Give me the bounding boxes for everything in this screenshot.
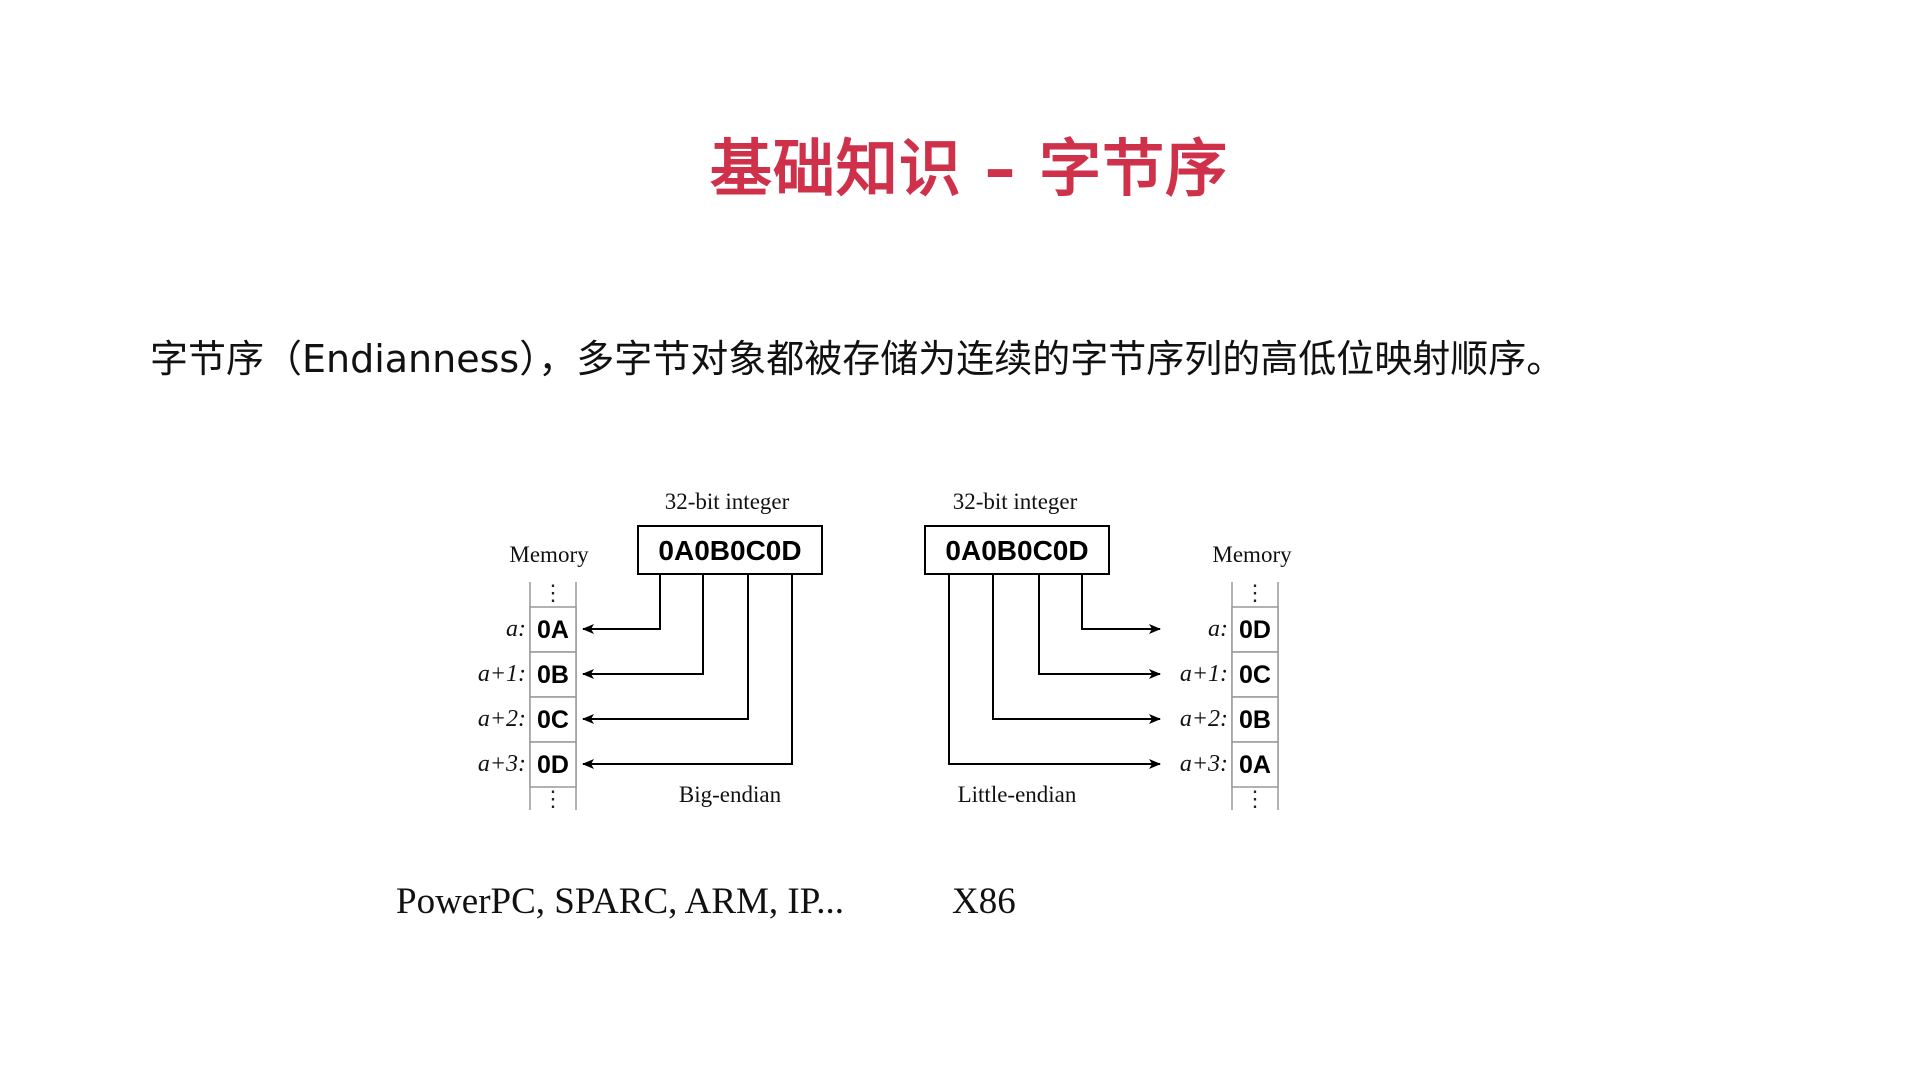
big-endian-caption: Big-endian [679,782,782,807]
little-endian-ellipsis-bottom: ⋮ [1244,786,1266,811]
address-label: a+1: [1180,661,1228,687]
address-label: a+3: [1180,751,1228,777]
address-label: a+2: [478,706,526,732]
little-endian-memory-label: Memory [1212,542,1292,567]
big-endian-platforms: PowerPC, SPARC, ARM, IP... [396,881,844,922]
endianness-description: 字节序（Endianness），多字节对象都被存储为连续的字节序列的高低位映射顺… [150,337,1565,381]
memory-cell [1231,651,1279,698]
memory-byte: 0A [537,616,569,644]
memory-cell [529,741,577,788]
little-endian-arrows [948,574,1161,769]
little-endian-header: 32-bit integer [953,489,1078,514]
address-label: a: [506,616,526,642]
little-endian-integer-value: 0A0B0C0D [945,535,1088,566]
little-endian-diagram: 32-bit integer 0A0B0C0D Memory ⋮ ⋮ 0D 0C… [924,489,1292,811]
address-label: a: [1208,616,1228,642]
memory-byte: 0C [1239,661,1271,689]
big-endian-integer-box [637,525,823,575]
memory-cell [1231,741,1279,788]
big-endian-arrows [582,574,793,769]
little-endian-integer-box [924,525,1110,575]
arrow [1081,574,1161,634]
little-endian-address-labels: a: a+1: a+2: a+3: [1180,616,1228,777]
big-endian-address-labels: a: a+1: a+2: a+3: [478,616,526,777]
address-label: a+2: [1180,706,1228,732]
memory-byte: 0D [1239,616,1271,644]
arrow [582,574,704,679]
memory-cell [529,651,577,698]
memory-byte: 0A [1239,751,1271,779]
arrow [1038,574,1161,679]
arrow [582,574,661,634]
arrow [992,574,1161,724]
big-endian-ellipsis-top: ⋮ [542,580,564,605]
memory-byte: 0C [537,706,569,734]
memory-cell [529,696,577,743]
arrow [582,574,749,724]
memory-byte: 0D [537,751,569,779]
big-endian-header: 32-bit integer [665,489,790,514]
big-endian-memory-label: Memory [509,542,589,567]
little-endian-platforms: X86 [952,881,1016,922]
address-label: a+3: [478,751,526,777]
arrow [948,574,1161,769]
little-endian-ellipsis-top: ⋮ [1244,580,1266,605]
slide-title: 基础知识 – 字节序 [709,132,1229,205]
arrow [582,574,793,769]
big-endian-ellipsis-bottom: ⋮ [542,786,564,811]
big-endian-integer-value: 0A0B0C0D [658,535,801,566]
memory-cell [1231,606,1279,653]
big-endian-memory-cells: 0A 0B 0C 0D [529,606,577,788]
little-endian-memory-cells: 0D 0C 0B 0A [1231,606,1279,788]
little-endian-caption: Little-endian [958,782,1077,807]
memory-byte: 0B [1239,706,1271,734]
big-endian-diagram: 32-bit integer 0A0B0C0D Memory ⋮ ⋮ 0A 0B… [478,489,823,811]
address-label: a+1: [478,661,526,687]
memory-byte: 0B [537,661,569,689]
